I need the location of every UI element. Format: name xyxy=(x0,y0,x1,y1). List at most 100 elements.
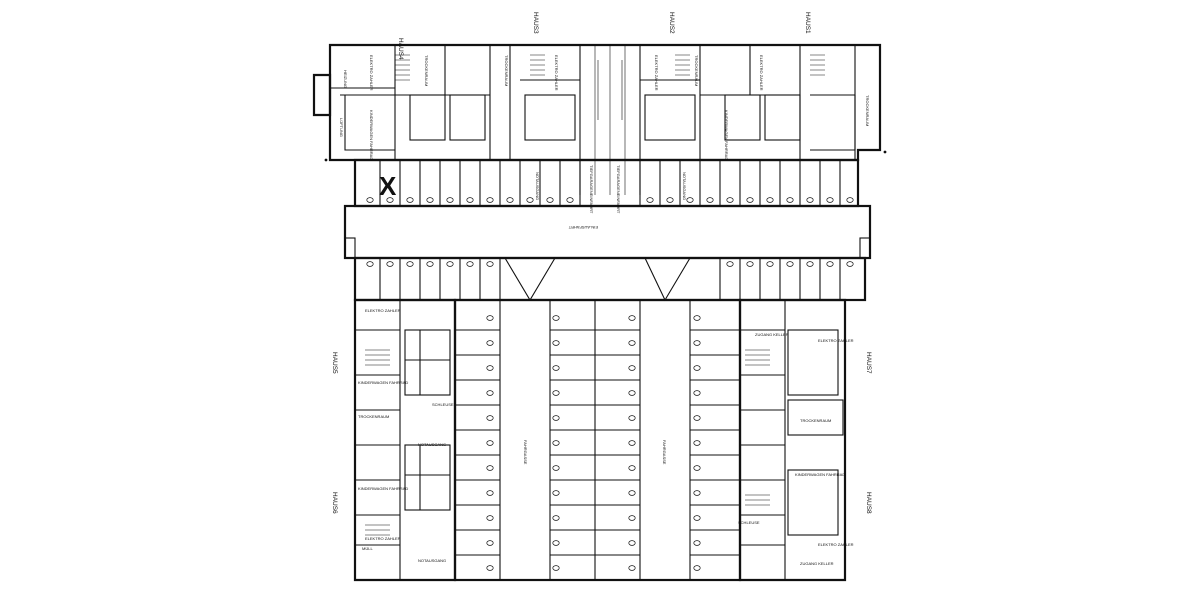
parking-number-marker xyxy=(466,261,474,267)
kinderwagen-label-n4: KINDERWAGEN FAHRRAD xyxy=(369,110,374,160)
parking-number-marker xyxy=(386,197,394,203)
elektro-label-n1: ELEKTRO ZAHLER xyxy=(759,55,764,91)
kinderwagen-label-n2: KINDERWAGEN FAHRRAD xyxy=(724,110,729,160)
parking-number-marker xyxy=(366,197,374,203)
elektro-label-w6: ELEKTRO ZAHLER xyxy=(365,536,401,541)
kinderwagen-label-e8: KINDERWAGEN FAHRRAD xyxy=(795,472,845,477)
trockenraum-label-w: TROCKENRAUM xyxy=(358,414,389,419)
parking-number-marker xyxy=(552,540,560,546)
trockenraum-label-n4: TROCKENRAUM xyxy=(424,55,429,86)
fahrgasse-label-right: FAHRGASSE xyxy=(662,440,667,465)
parking-number-marker xyxy=(552,490,560,496)
parking-number-marker xyxy=(846,261,854,267)
haus7-label: HAUS7 xyxy=(865,352,872,374)
haus3-label: HAUS3 xyxy=(532,12,539,34)
tg-einfahrt-label-left: TIEFGARAGENEINFAHRT xyxy=(589,165,594,214)
parking-number-marker xyxy=(628,540,636,546)
parking-number-marker xyxy=(552,315,560,321)
parking-number-marker xyxy=(406,261,414,267)
elektro-label-e8: ELEKTRO ZAHLER xyxy=(818,542,854,547)
parking-number-marker xyxy=(366,261,374,267)
elektro-label-n4: ELEKTRO ZAHLER xyxy=(369,55,374,91)
parking-number-marker xyxy=(466,197,474,203)
parking-number-marker xyxy=(406,197,414,203)
parking-number-marker xyxy=(706,197,714,203)
parking-number-marker xyxy=(546,197,554,203)
parking-number-marker xyxy=(806,197,814,203)
parking-number-marker xyxy=(693,390,701,396)
parking-number-marker xyxy=(628,390,636,396)
parking-number-marker xyxy=(426,261,434,267)
parking-number-marker xyxy=(666,197,674,203)
parking-number-marker xyxy=(386,261,394,267)
parking-number-marker xyxy=(486,515,494,521)
parking-number-marker xyxy=(806,261,814,267)
parking-number-marker xyxy=(486,565,494,571)
parking-number-marker xyxy=(693,315,701,321)
parking-number-marker xyxy=(686,197,694,203)
parking-number-marker xyxy=(628,415,636,421)
parking-number-marker xyxy=(693,440,701,446)
parking-number-marker xyxy=(628,340,636,346)
parking-number-marker xyxy=(628,440,636,446)
parking-number-marker xyxy=(786,197,794,203)
kinderwagen-label-w6: KINDERWAGEN FAHRRAD xyxy=(358,486,408,491)
parking-number-marker xyxy=(726,261,734,267)
haus5-label: HAUS5 xyxy=(331,352,338,374)
parking-number-marker xyxy=(486,490,494,496)
parking-number-marker xyxy=(426,197,434,203)
parking-number-marker xyxy=(786,261,794,267)
parking-number-marker xyxy=(486,340,494,346)
parking-number-marker xyxy=(486,415,494,421)
parking-number-marker xyxy=(826,261,834,267)
parking-number-marker xyxy=(486,465,494,471)
haus4-label: HAUS4 xyxy=(397,38,404,60)
parking-number-marker xyxy=(552,565,560,571)
trockenraum-label-n1: TROCKENRAUM xyxy=(865,95,870,126)
dot-marker xyxy=(883,150,887,154)
parking-number-marker xyxy=(486,440,494,446)
parking-number-marker xyxy=(693,565,701,571)
parking-number-marker xyxy=(693,465,701,471)
tg-einfahrt-label-right: TIEFGARAGENEINFAHRT xyxy=(616,165,621,214)
parking-number-marker xyxy=(506,197,514,203)
parking-number-marker xyxy=(746,197,754,203)
trockenraum-label-n2: TROCKENRAUM xyxy=(694,55,699,86)
zugang-keller-label-e7: ZUGANG KELLER xyxy=(755,332,789,337)
parking-number-marker xyxy=(693,365,701,371)
parking-number-marker xyxy=(628,465,636,471)
parking-number-marker xyxy=(486,261,494,267)
elektro-label-n2: ELEKTRO ZAHLER xyxy=(654,55,659,91)
notausgang-label-w5: NOTAUSGANG xyxy=(418,442,446,447)
schleuse-label-e: SCHLEUSE xyxy=(738,520,760,525)
notausgang-label-w6: NOTAUSGANG xyxy=(418,558,446,563)
parking-number-marker xyxy=(746,261,754,267)
trockenraum-label-n3: TROCKENRAUM xyxy=(504,55,509,86)
parking-number-marker xyxy=(628,565,636,571)
parking-number-marker xyxy=(628,365,636,371)
parking-number-marker xyxy=(693,515,701,521)
x-marker: X xyxy=(379,171,397,201)
elektro-label-n3: ELEKTRO ZAHLER xyxy=(554,55,559,91)
parking-number-marker xyxy=(486,197,494,203)
parking-number-marker xyxy=(693,415,701,421)
parking-number-marker xyxy=(766,261,774,267)
parking-number-marker xyxy=(693,540,701,546)
parking-number-marker xyxy=(552,440,560,446)
parking-number-marker xyxy=(552,340,560,346)
parking-number-marker xyxy=(526,197,534,203)
parking-number-marker xyxy=(693,490,701,496)
parking-number-marker xyxy=(846,197,854,203)
haus6-label: HAUS6 xyxy=(331,492,338,514)
kinderwagen-label-w5: KINDERWAGEN FAHRRAD xyxy=(358,380,408,385)
mull-label-w6: MÜLL xyxy=(362,546,373,551)
haus8-label: HAUS8 xyxy=(865,492,872,514)
zugang-keller-label-e8: ZUGANG KELLER xyxy=(800,561,834,566)
elektro-label-e7: ELEKTRO ZAHLER xyxy=(818,338,854,343)
luftung-label: LÜFTUNG xyxy=(339,118,344,137)
notausgang-label-n2: NOTAUSGANG xyxy=(682,172,687,200)
einfahrt-label: EIN-AUSFAHRT xyxy=(568,225,598,230)
haus1-label: HAUS1 xyxy=(804,12,811,34)
heizung-label: HEIZUNG xyxy=(343,70,348,88)
